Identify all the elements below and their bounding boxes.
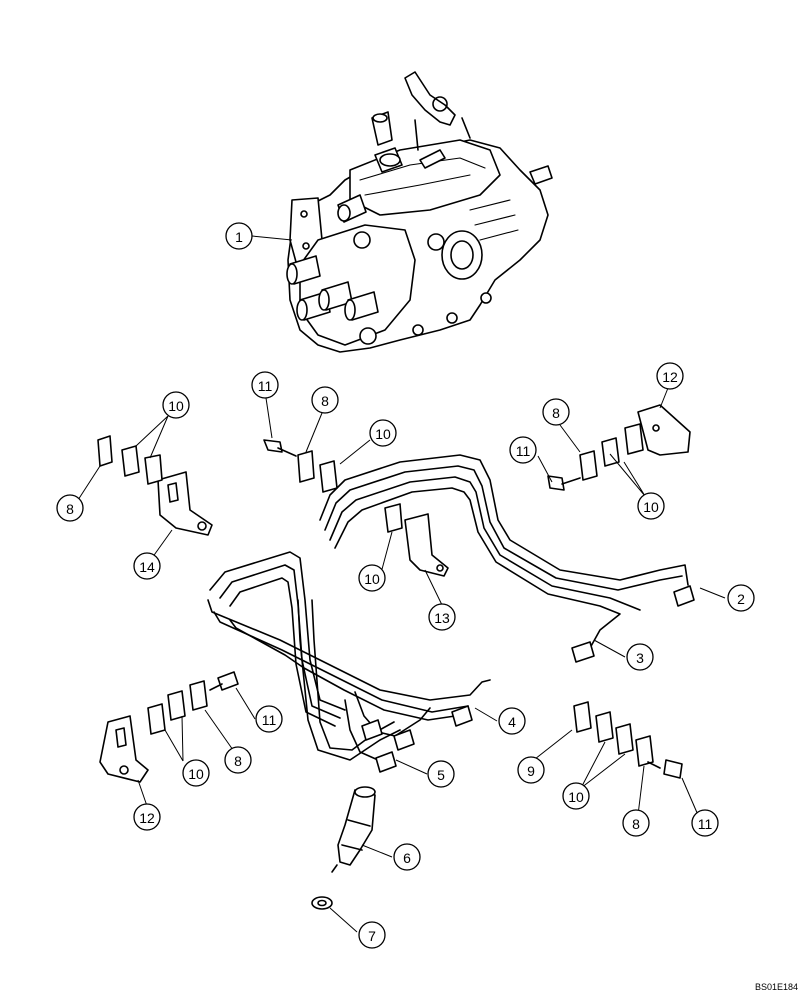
bracket-12-upper [637,404,691,456]
svg-text:8: 8 [632,816,640,832]
clamp-group-upper-mid [263,439,338,493]
svg-text:8: 8 [552,405,560,421]
callout-8-lower-right: 8 [622,809,650,837]
delivery-valves [286,255,379,345]
svg-text:10: 10 [643,499,659,515]
svg-text:11: 11 [516,443,531,459]
svg-text:13: 13 [434,610,450,626]
svg-text:10: 10 [168,398,184,414]
clamp-group-upper-right [547,423,644,491]
callout-1: 1 [225,222,253,250]
bracket-14 [157,471,213,536]
callout-10-upper-mid: 10 [369,419,397,447]
clamp-group-center [384,503,403,533]
svg-text:12: 12 [662,369,678,385]
leader-lines [77,235,726,933]
clamp-group-lower-left [147,671,239,735]
callout-10-lower-left: 10 [182,759,210,787]
svg-text:10: 10 [568,789,584,805]
svg-text:14: 14 [139,559,155,575]
callout-6: 6 [393,843,421,871]
svg-text:5: 5 [437,767,445,783]
svg-text:7: 7 [368,928,376,944]
callout-8-upper-right: 8 [542,398,570,426]
svg-text:8: 8 [321,393,329,409]
callout-11-lower-left: 11 [255,705,283,733]
bracket-13 [404,513,449,577]
callout-10-upper-left: 10 [162,391,190,419]
document-code: BS01E184 [754,982,798,992]
injector-lines [207,454,695,773]
callout-5: 5 [427,760,455,788]
callout-4: 4 [498,707,526,735]
svg-text:11: 11 [698,816,713,832]
callout-12-lower: 12 [133,803,161,831]
svg-text:2: 2 [737,591,745,607]
svg-text:10: 10 [188,766,204,782]
callout-14: 14 [133,552,161,580]
svg-text:1: 1 [235,229,243,245]
svg-text:9: 9 [527,763,535,779]
callout-8-upper-left: 8 [56,494,84,522]
callout-11-upper-right: 11 [509,436,537,464]
callout-9: 9 [517,756,545,784]
svg-text:11: 11 [262,712,277,728]
injector-washer [311,896,333,910]
injector [331,786,376,873]
svg-text:11: 11 [258,378,273,394]
svg-text:8: 8 [234,753,242,769]
callout-8-lower-left: 8 [224,746,252,774]
callout-8-upper-mid: 8 [311,386,339,414]
svg-text:4: 4 [508,714,516,730]
clamp-group-upper-left [97,435,163,485]
callout-12-upper: 12 [656,362,684,390]
clamp-group-lower-right [573,701,683,779]
svg-text:12: 12 [139,810,155,826]
callout-3: 3 [626,643,654,671]
callout-10-center: 10 [358,564,386,592]
callout-11-lower-right: 11 [691,809,719,837]
callout-2: 2 [727,584,755,612]
callout-11-upper: 11 [251,371,279,399]
svg-text:3: 3 [636,650,644,666]
callout-13: 13 [428,603,456,631]
svg-text:8: 8 [66,501,74,517]
svg-text:10: 10 [375,426,391,442]
svg-text:10: 10 [364,571,380,587]
bracket-12-lower [99,715,149,783]
callout-7: 7 [358,921,386,949]
callout-10-lower-right: 10 [562,782,590,810]
injection-pump [286,71,553,353]
svg-text:6: 6 [403,850,411,866]
callout-10-upper-right: 10 [637,492,665,520]
